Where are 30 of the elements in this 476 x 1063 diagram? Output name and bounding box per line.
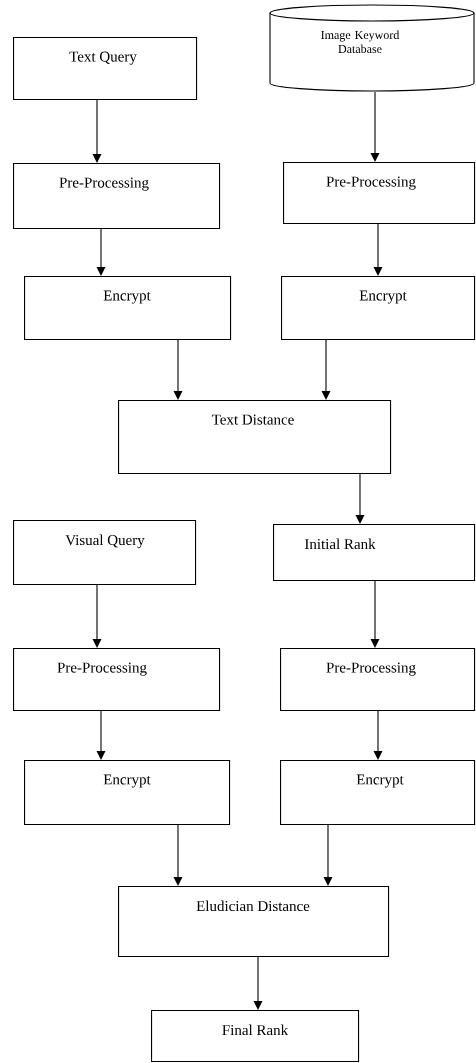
arrow [96, 228, 106, 276]
process-box: Pre-Processing [13, 163, 221, 230]
arrow [173, 339, 183, 400]
process-box: Text Query [13, 37, 198, 101]
arrow [373, 223, 383, 276]
process-box: Encrypt [281, 276, 476, 341]
arrow [373, 710, 383, 760]
arrow [173, 824, 183, 886]
arrow [321, 339, 331, 400]
process-box: Encrypt [24, 760, 231, 826]
process-box: Visual Query [13, 520, 197, 586]
process-box: Pre-Processing [283, 162, 476, 225]
process-box: Initial Rank [273, 524, 476, 582]
arrow [323, 824, 333, 886]
arrow [355, 473, 365, 524]
arrow [92, 584, 102, 648]
process-box: Pre-Processing [280, 648, 476, 712]
arrow [253, 956, 263, 1010]
database-cylinder: Image Keyword Database [269, 4, 475, 92]
arrow [370, 91, 380, 162]
node-label: Image Keyword Database [321, 30, 400, 53]
process-box: Pre-Processing [13, 648, 221, 712]
process-box: Encrypt [24, 276, 232, 341]
arrow [96, 710, 106, 760]
arrow [370, 580, 380, 648]
process-box: Eludician Distance [118, 886, 390, 958]
process-box: Final Rank [151, 1010, 360, 1063]
process-box: Text Distance [118, 400, 392, 475]
arrow [92, 99, 102, 163]
process-box: Encrypt [280, 760, 476, 826]
